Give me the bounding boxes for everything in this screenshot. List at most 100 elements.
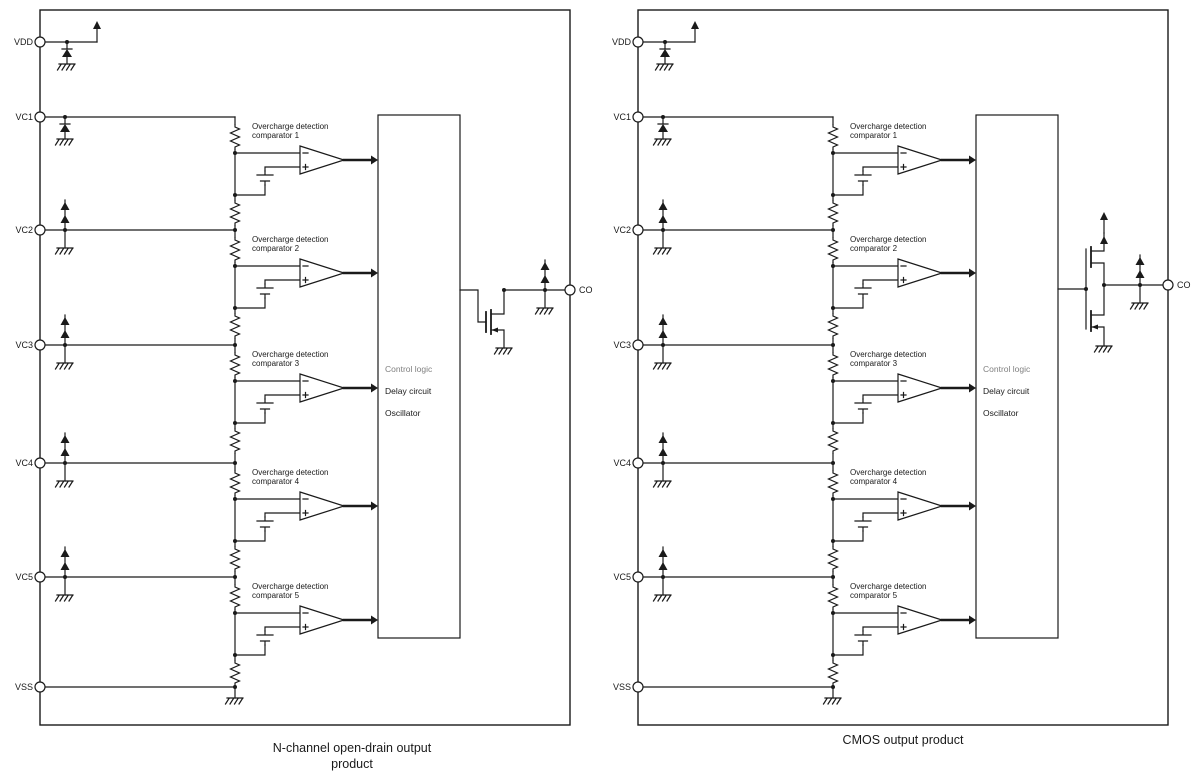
pin-label: VC4: [15, 458, 33, 468]
comparator-label: Overcharge detection: [850, 468, 927, 477]
comparator-label: Overcharge detection: [850, 582, 927, 591]
ground-icon: [224, 697, 244, 705]
pin-vc1: VC1: [613, 111, 644, 123]
pin-vc4: VC4: [15, 457, 46, 469]
comparator-label: Overcharge detection: [850, 235, 927, 244]
junction-dot: [233, 461, 237, 465]
pin-terminal: [632, 111, 644, 123]
pin-vc5: VC5: [15, 571, 46, 583]
pin-vc1: VC1: [15, 111, 46, 123]
comparator-label: comparator 2: [252, 244, 300, 253]
comparator-block-4: Overcharge detection comparator 4: [827, 468, 976, 571]
pin-terminal: [34, 681, 46, 693]
supply-arrow-icon: [1099, 211, 1109, 234]
esd-diode-icon: [56, 200, 74, 254]
pin-terminal: [632, 457, 644, 469]
output-stage-nmos: [459, 260, 566, 355]
pin-terminal: [1162, 279, 1174, 291]
pin-label: VC1: [15, 112, 33, 122]
pin-vc3: VC3: [15, 339, 46, 351]
clamp-diode-icon: [58, 40, 76, 70]
control-logic-box: Control logic Delay circuit Oscillator: [975, 114, 1059, 639]
panel-border: [637, 9, 1169, 726]
control-box-border: [377, 114, 461, 639]
clamp-diode-icon: [656, 40, 674, 70]
junction-dot: [233, 228, 237, 232]
pin-vc3: VC3: [613, 339, 644, 351]
pin-label: VC1: [613, 112, 631, 122]
comparator-label: Overcharge detection: [252, 582, 329, 591]
junction-dot: [233, 575, 237, 579]
pmos-arrow: [1100, 236, 1108, 244]
pin-label: VC5: [613, 572, 631, 582]
pin-terminal: [34, 36, 46, 48]
pin-label: CO: [1177, 280, 1191, 290]
esd-diode-icon: [1131, 255, 1149, 309]
esd-diode-icon: [654, 200, 672, 254]
comparator-block-3: Overcharge detection comparator 3: [827, 350, 976, 453]
comparator-label: comparator 1: [252, 131, 300, 140]
comparator-icon: [229, 353, 378, 453]
comparator-block-2: Overcharge detection comparator 2: [229, 235, 378, 338]
pin-label: VC5: [15, 572, 33, 582]
control-box-line1: Control logic: [983, 364, 1031, 374]
pin-vc2: VC2: [613, 224, 644, 236]
supply-arrow-icon: [92, 20, 102, 43]
ground-icon: [1093, 345, 1113, 353]
control-box-line1: Control logic: [385, 364, 433, 374]
comparator-label: Overcharge detection: [252, 122, 329, 131]
esd-diode-icon: [56, 433, 74, 487]
control-box-line3: Oscillator: [983, 408, 1019, 418]
comparator-block-4: Overcharge detection comparator 4: [229, 468, 378, 571]
comparator-icon: [229, 125, 378, 225]
pmos-drain: [1090, 262, 1105, 286]
control-logic-box: Control logic Delay circuit Oscillator: [377, 114, 461, 639]
comparator-icon: [827, 353, 976, 453]
comparator-icon: [229, 471, 378, 571]
esd-diode-icon: [536, 260, 554, 314]
pin-terminal: [632, 339, 644, 351]
junction-dot: [233, 343, 237, 347]
pin-label: VC2: [15, 225, 33, 235]
ground-icon: [822, 697, 842, 705]
pin-terminal: [34, 457, 46, 469]
pin-label: VDD: [14, 37, 34, 47]
comparator-block-1: Overcharge detection comparator 1: [229, 122, 378, 225]
pin-label: VSS: [15, 682, 33, 692]
pin-terminal: [34, 224, 46, 236]
comparator-label: comparator 5: [850, 591, 898, 600]
comparator-label: Overcharge detection: [252, 235, 329, 244]
comparator-icon: [827, 471, 976, 571]
control-box-line2: Delay circuit: [385, 386, 432, 396]
control-box-border: [975, 114, 1059, 639]
control-box-line3: Oscillator: [385, 408, 421, 418]
comparator-label: comparator 4: [850, 477, 898, 486]
comparator-label: Overcharge detection: [252, 468, 329, 477]
pin-label: VC3: [15, 340, 33, 350]
pin-terminal: [34, 339, 46, 351]
pin-terminal: [632, 681, 644, 693]
comparator-label: comparator 3: [850, 359, 898, 368]
panel-caption-line2: product: [331, 757, 373, 771]
pin-vss: VSS: [15, 681, 46, 693]
clamp-diode-icon: [56, 115, 74, 145]
pin-vss: VSS: [613, 681, 644, 693]
pin-terminal: [564, 284, 576, 296]
nmos-arrow: [1091, 324, 1098, 330]
pin-terminal: [34, 111, 46, 123]
nmos-arrow: [491, 327, 498, 333]
pin-terminal: [34, 571, 46, 583]
comparator-icon: [827, 238, 976, 338]
pin-label: VDD: [612, 37, 632, 47]
panel-caption-line1: CMOS output product: [843, 733, 964, 747]
clamp-diode-icon: [654, 115, 672, 145]
nmos-source: [490, 329, 505, 349]
pin-label: VSS: [613, 682, 631, 692]
left-panel: Control logic Delay circuit Oscillator O…: [14, 9, 593, 771]
pin-label: VC2: [613, 225, 631, 235]
pin-terminal: [632, 36, 644, 48]
junction-dot: [831, 228, 835, 232]
junction-dot: [831, 461, 835, 465]
